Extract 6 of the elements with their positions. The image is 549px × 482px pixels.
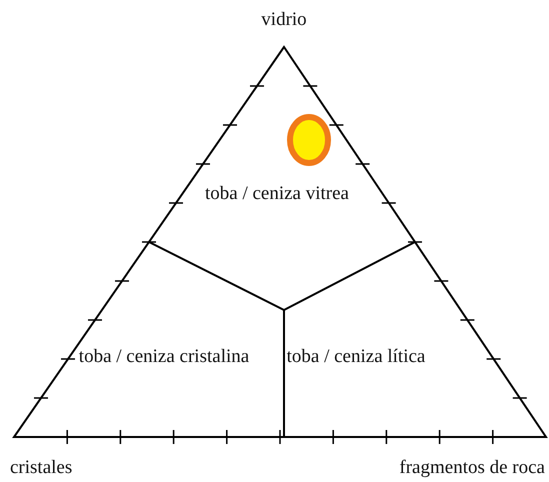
region-label: toba / ceniza lítica xyxy=(286,345,426,369)
vertex-label: fragmentos de roca xyxy=(398,456,545,480)
vertex-label: vidrio xyxy=(260,8,308,32)
region-label: toba / ceniza cristalina xyxy=(78,345,250,369)
vertex-label: cristales xyxy=(10,456,74,480)
region-label: toba / ceniza vitrea xyxy=(204,182,350,206)
